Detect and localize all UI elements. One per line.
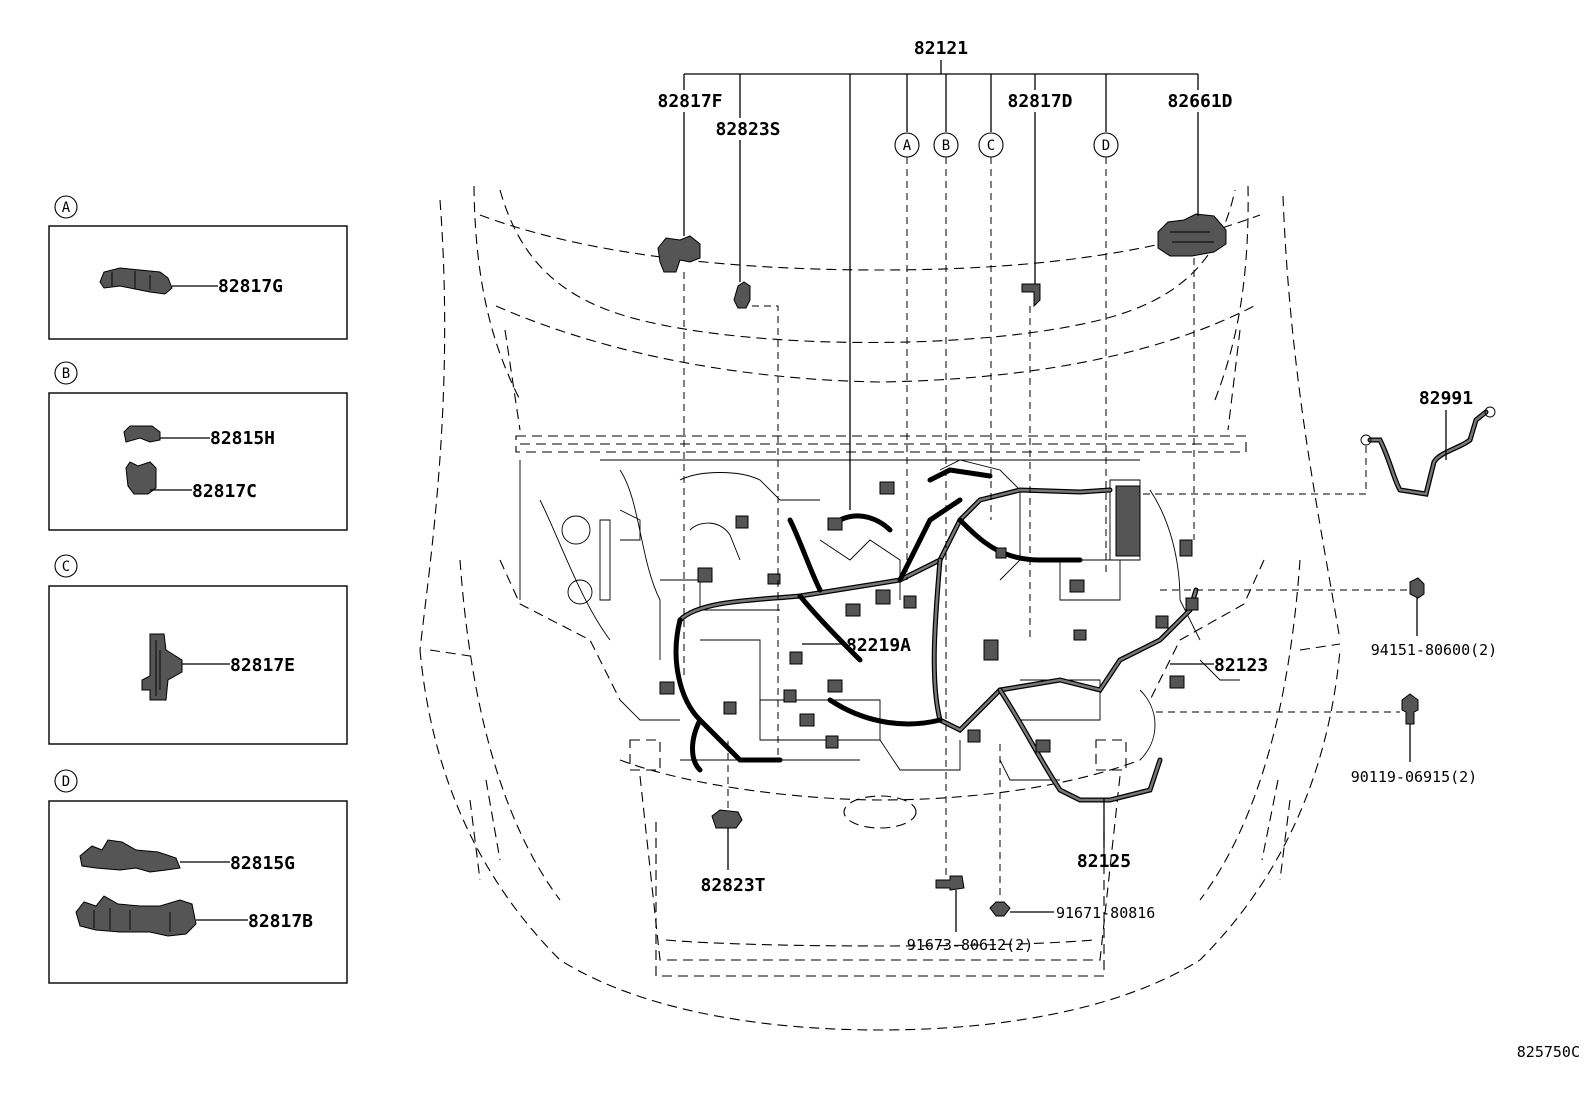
clamp-82817b-icon [75, 895, 197, 937]
grommet-82823t-icon [711, 809, 743, 829]
ref-bubble-b: B [933, 132, 959, 640]
callout-82125: 82125 [1077, 798, 1131, 872]
label-82123: 82123 [1214, 655, 1268, 676]
clamp-82817g-icon [99, 267, 173, 295]
callout-82817d: 82817D [1007, 91, 1073, 640]
svg-text:A: A [903, 138, 912, 154]
callout-82823s: 82823S [715, 119, 781, 760]
ref-bubble-a: A [894, 132, 920, 580]
bolt-91673-icon [935, 875, 965, 891]
bolt-91671-icon [989, 901, 1011, 917]
nut-94151-icon [1409, 577, 1425, 599]
svg-text:B: B [942, 138, 950, 154]
inset-b: B 82815H 82817C [48, 361, 348, 531]
label-82815g: 82815G [230, 853, 295, 874]
callout-91671-80816: 91671-80816 [989, 744, 1155, 922]
label-82823t: 82823T [700, 875, 765, 896]
clamp-82817f-icon [657, 235, 701, 273]
label-91673-80612: 91673-80612(2) [907, 936, 1033, 954]
label-82817e: 82817E [230, 655, 295, 676]
label-82661d: 82661D [1167, 91, 1232, 112]
callout-82123: 82123 [1170, 655, 1268, 676]
ref-bubble-d: D [1093, 132, 1119, 572]
label-82817g: 82817G [218, 276, 283, 297]
callout-94151-80600: 94151-80600(2) [1160, 577, 1497, 659]
label-94151-80600: 94151-80600(2) [1371, 641, 1497, 659]
grommet-82823s-icon [733, 281, 751, 309]
inset-d: D 82815G 82817B [48, 769, 348, 984]
relay-block-82661d-icon [1157, 213, 1227, 257]
svg-text:D: D [1102, 138, 1110, 154]
label-90119-06915: 90119-06915(2) [1351, 768, 1477, 786]
bolt-90119-icon [1401, 693, 1419, 725]
label-82121: 82121 [914, 38, 968, 59]
protector-82815g-icon [79, 839, 181, 873]
diagram-id: 825750C [1517, 1043, 1580, 1061]
label-82817d: 82817D [1007, 91, 1072, 112]
callout-91673-80612: 91673-80612(2) [907, 640, 1033, 954]
callout-82991: 82991 [1140, 388, 1496, 497]
callout-82121: 82121 [683, 38, 1199, 510]
svg-text:C: C [987, 138, 995, 154]
label-82823s: 82823S [715, 119, 780, 140]
callout-82661d: 82661D [1167, 91, 1233, 540]
vehicle-body-outline [419, 185, 1341, 1031]
protector-82815h-icon [123, 425, 161, 443]
top-parts [657, 213, 1227, 309]
callout-90119-06915: 90119-06915(2) [1156, 693, 1477, 786]
label-82817b: 82817B [248, 911, 313, 932]
label-91671-80816: 91671-80816 [1056, 904, 1155, 922]
ref-bubble-c: C [978, 132, 1004, 520]
inset-a: A 82817G [48, 195, 348, 340]
clamp-82817d-icon [1021, 283, 1041, 308]
label-82815h: 82815H [210, 428, 275, 449]
callout-82219a: 82219A [802, 635, 911, 656]
label-82219a: 82219A [846, 635, 911, 656]
label-82991: 82991 [1419, 388, 1473, 409]
clamp-82817c-icon [125, 461, 157, 495]
engine-wire-harness [659, 467, 1199, 803]
clamp-82817e-icon [141, 633, 183, 701]
callout-82817f: 82817F [657, 91, 723, 680]
inset-a-letter: A [62, 200, 71, 216]
callout-82823t: 82823T [700, 740, 766, 896]
inset-c-letter: C [62, 559, 70, 575]
label-82817c: 82817C [192, 481, 257, 502]
inset-b-letter: B [62, 366, 70, 382]
label-82817f: 82817F [657, 91, 722, 112]
inset-d-letter: D [62, 774, 70, 790]
inset-c: C 82817E [48, 554, 348, 745]
label-82125: 82125 [1077, 851, 1131, 872]
